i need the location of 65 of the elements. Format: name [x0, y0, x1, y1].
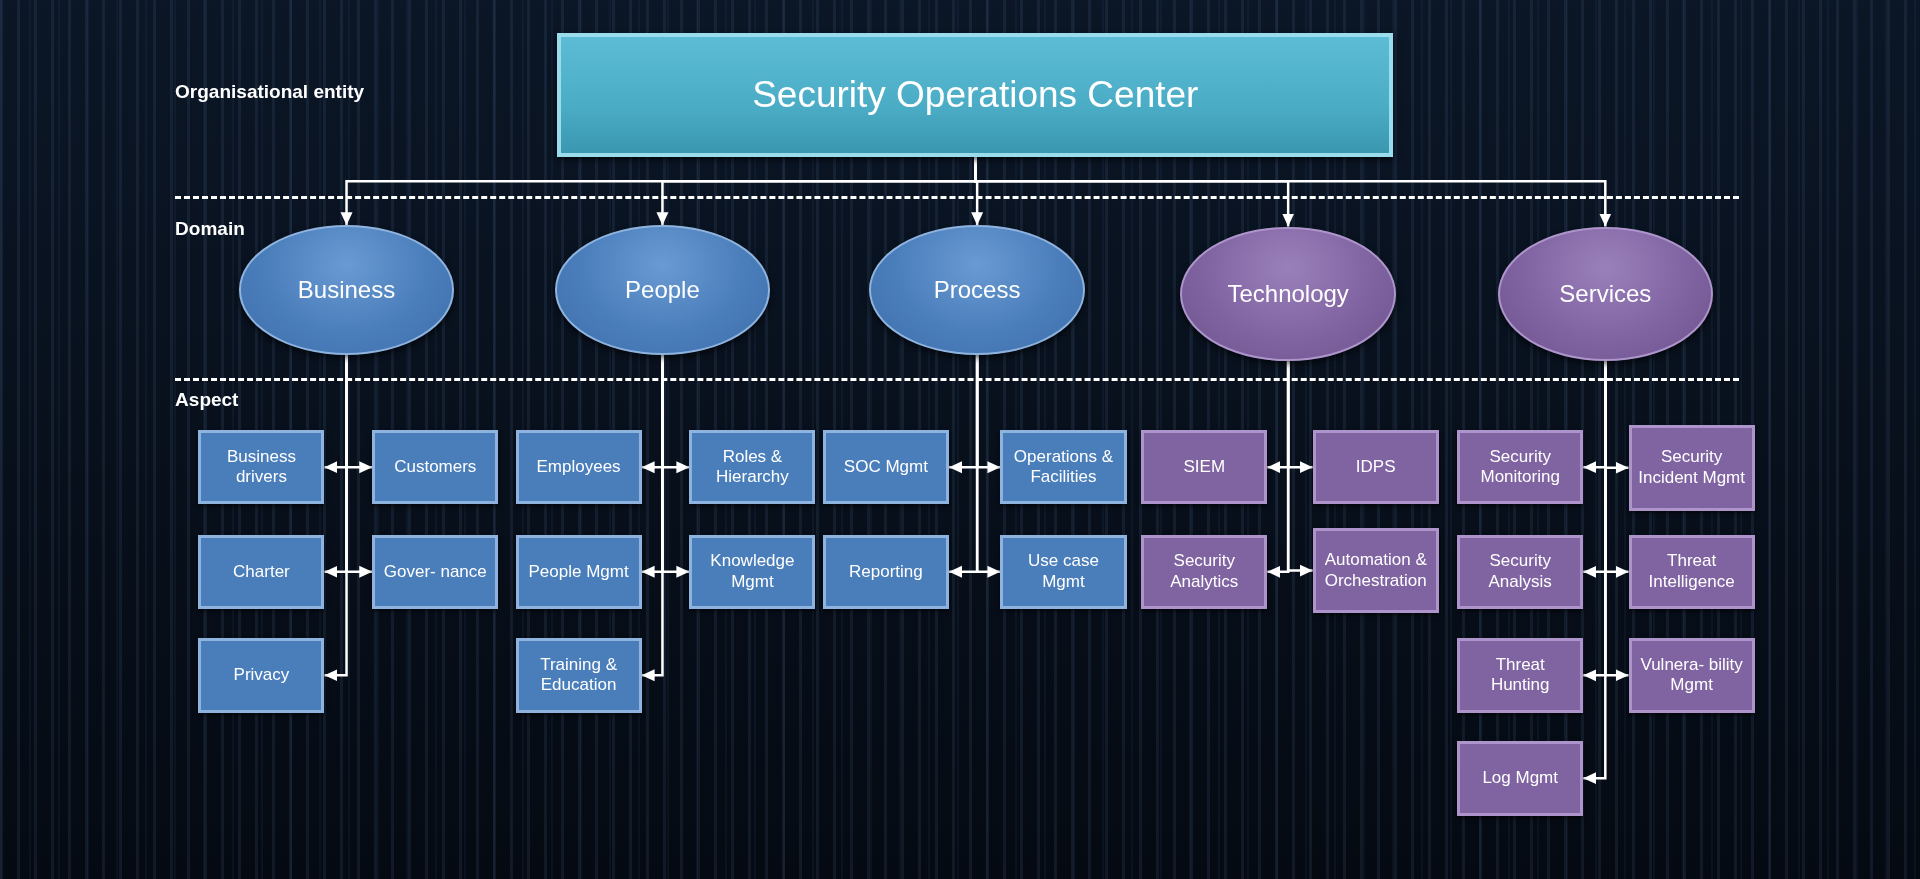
arrow	[1286, 361, 1313, 577]
aspect-box	[1000, 535, 1127, 609]
aspect-box	[1457, 637, 1584, 713]
node-label: Roles & Hierarchy	[715, 446, 790, 488]
aspect-box	[689, 429, 816, 505]
band-label: Domain	[175, 217, 245, 240]
node-label: Security Operations Center	[752, 73, 1199, 116]
aspect-box	[1312, 527, 1439, 614]
aspect-box	[689, 535, 816, 609]
aspect-box	[515, 429, 642, 505]
title-box	[557, 33, 1394, 157]
aspect-box	[1628, 637, 1755, 713]
node-label: Security Analytics	[1169, 551, 1240, 593]
node-label: Threat Hunting	[1489, 654, 1551, 696]
aspect-box	[372, 535, 499, 609]
node-label: Process	[933, 276, 1021, 305]
node-label: Training & Education	[539, 654, 618, 696]
aspect-box	[1457, 429, 1584, 505]
aspect-box	[1141, 535, 1268, 609]
aspect-box	[198, 637, 325, 713]
arrow	[975, 355, 1001, 578]
node-label: Reporting	[849, 561, 923, 582]
node-label: Vulnera- bility Mgmt	[1639, 654, 1744, 696]
node-label: Business	[297, 276, 396, 305]
aspect-box	[822, 429, 949, 505]
node-label: SIEM	[1183, 456, 1226, 478]
node-label: People Mgmt	[528, 561, 629, 582]
aspect-box	[372, 429, 499, 505]
node-label: Use case Mgmt	[1027, 551, 1100, 593]
node-label: Operations & Facilities	[1012, 446, 1115, 488]
aspect-box	[1628, 535, 1755, 609]
node-label: Security Analysis	[1487, 551, 1553, 593]
node-label: Technology	[1227, 279, 1349, 308]
aspect-box	[198, 535, 325, 609]
aspect-box	[1312, 429, 1439, 505]
band-label: Organisational entity	[175, 80, 365, 103]
node-label: Security Incident Mgmt	[1637, 447, 1746, 489]
node-label: Business drivers	[225, 446, 297, 488]
aspect-box	[822, 535, 949, 609]
node-label: Employees	[536, 456, 621, 478]
aspect-box	[1000, 429, 1127, 505]
node-label: Gover- nance	[383, 561, 487, 582]
node-label: SOC Mgmt	[843, 456, 928, 478]
aspect-box	[1457, 740, 1584, 816]
node-label: Knowledge Mgmt	[709, 551, 796, 593]
node-label: IDPS	[1355, 456, 1396, 478]
aspect-box	[515, 535, 642, 609]
node-label: Threat Intelligence	[1647, 551, 1736, 593]
node-label: Automation & Orchestration	[1323, 550, 1428, 591]
band-label: Aspect	[175, 389, 239, 412]
node-label: People	[625, 276, 700, 305]
node-label: Security Monitoring	[1479, 446, 1561, 488]
arrow	[1583, 361, 1607, 785]
aspect-box	[1141, 429, 1268, 505]
aspect-box	[515, 637, 642, 713]
node-label: Customers	[394, 456, 477, 478]
aspect-box	[1457, 535, 1584, 609]
node-label: Privacy	[233, 665, 290, 686]
aspect-box	[1628, 424, 1755, 511]
node-label: Log Mgmt	[1482, 767, 1558, 789]
aspect-box	[198, 429, 325, 505]
arrow	[324, 355, 348, 682]
node-label: Charter	[233, 561, 290, 582]
node-label: Services	[1559, 279, 1652, 308]
arrow	[641, 355, 664, 682]
